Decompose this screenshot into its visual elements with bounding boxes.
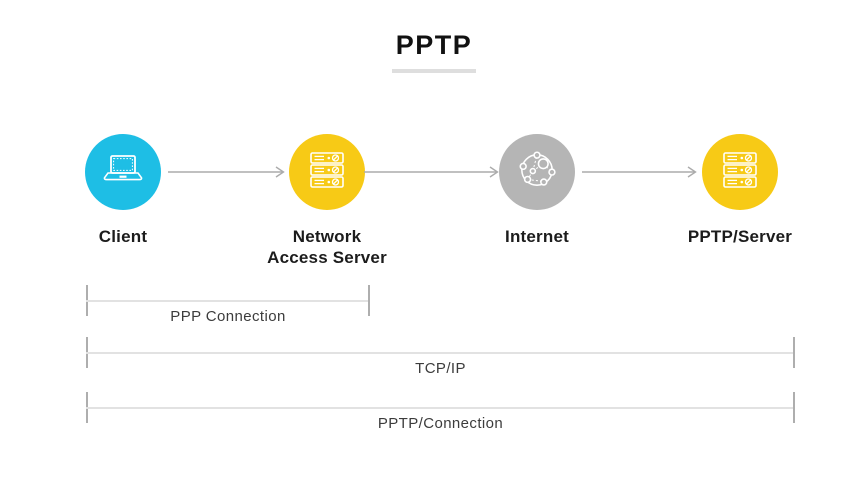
laptop-icon [99, 146, 147, 199]
title-underline [392, 69, 476, 73]
arrow-nas-to-internet [364, 164, 500, 180]
node-internet [499, 134, 575, 210]
bracket-label-tcp-ip: TCP/IP [415, 360, 466, 377]
bracket-tick [793, 392, 795, 423]
arrow-internet-to-pptp-server [582, 164, 698, 180]
bracket-tick [793, 337, 795, 368]
node-pptp-server [702, 134, 778, 210]
node-client [85, 134, 161, 210]
globe-network-icon [514, 147, 560, 198]
page-title: PPTP [395, 30, 473, 60]
bracket-ppp-connection: PPP Connection [86, 285, 370, 333]
bracket-line [86, 352, 795, 354]
node-label-network-access-server: Network Access Server [267, 227, 387, 268]
bracket-tcp-ip: TCP/IP [86, 337, 795, 385]
node-network-access-server [289, 134, 365, 210]
server-icon [305, 148, 349, 197]
bracket-line [86, 300, 370, 302]
bracket-tick [368, 285, 370, 316]
server-icon [718, 148, 762, 197]
bracket-pptp-connection: PPTP/Connection [86, 392, 795, 440]
bracket-label-pptp-connection: PPTP/Connection [377, 415, 504, 432]
bracket-label-ppp-connection: PPP Connection [170, 308, 286, 325]
node-label-internet: Internet [505, 227, 569, 246]
node-label-client: Client [98, 227, 148, 246]
arrow-client-to-nas [168, 164, 286, 180]
bracket-line [86, 407, 795, 409]
node-label-pptp-server: PPTP/Server [687, 227, 793, 246]
